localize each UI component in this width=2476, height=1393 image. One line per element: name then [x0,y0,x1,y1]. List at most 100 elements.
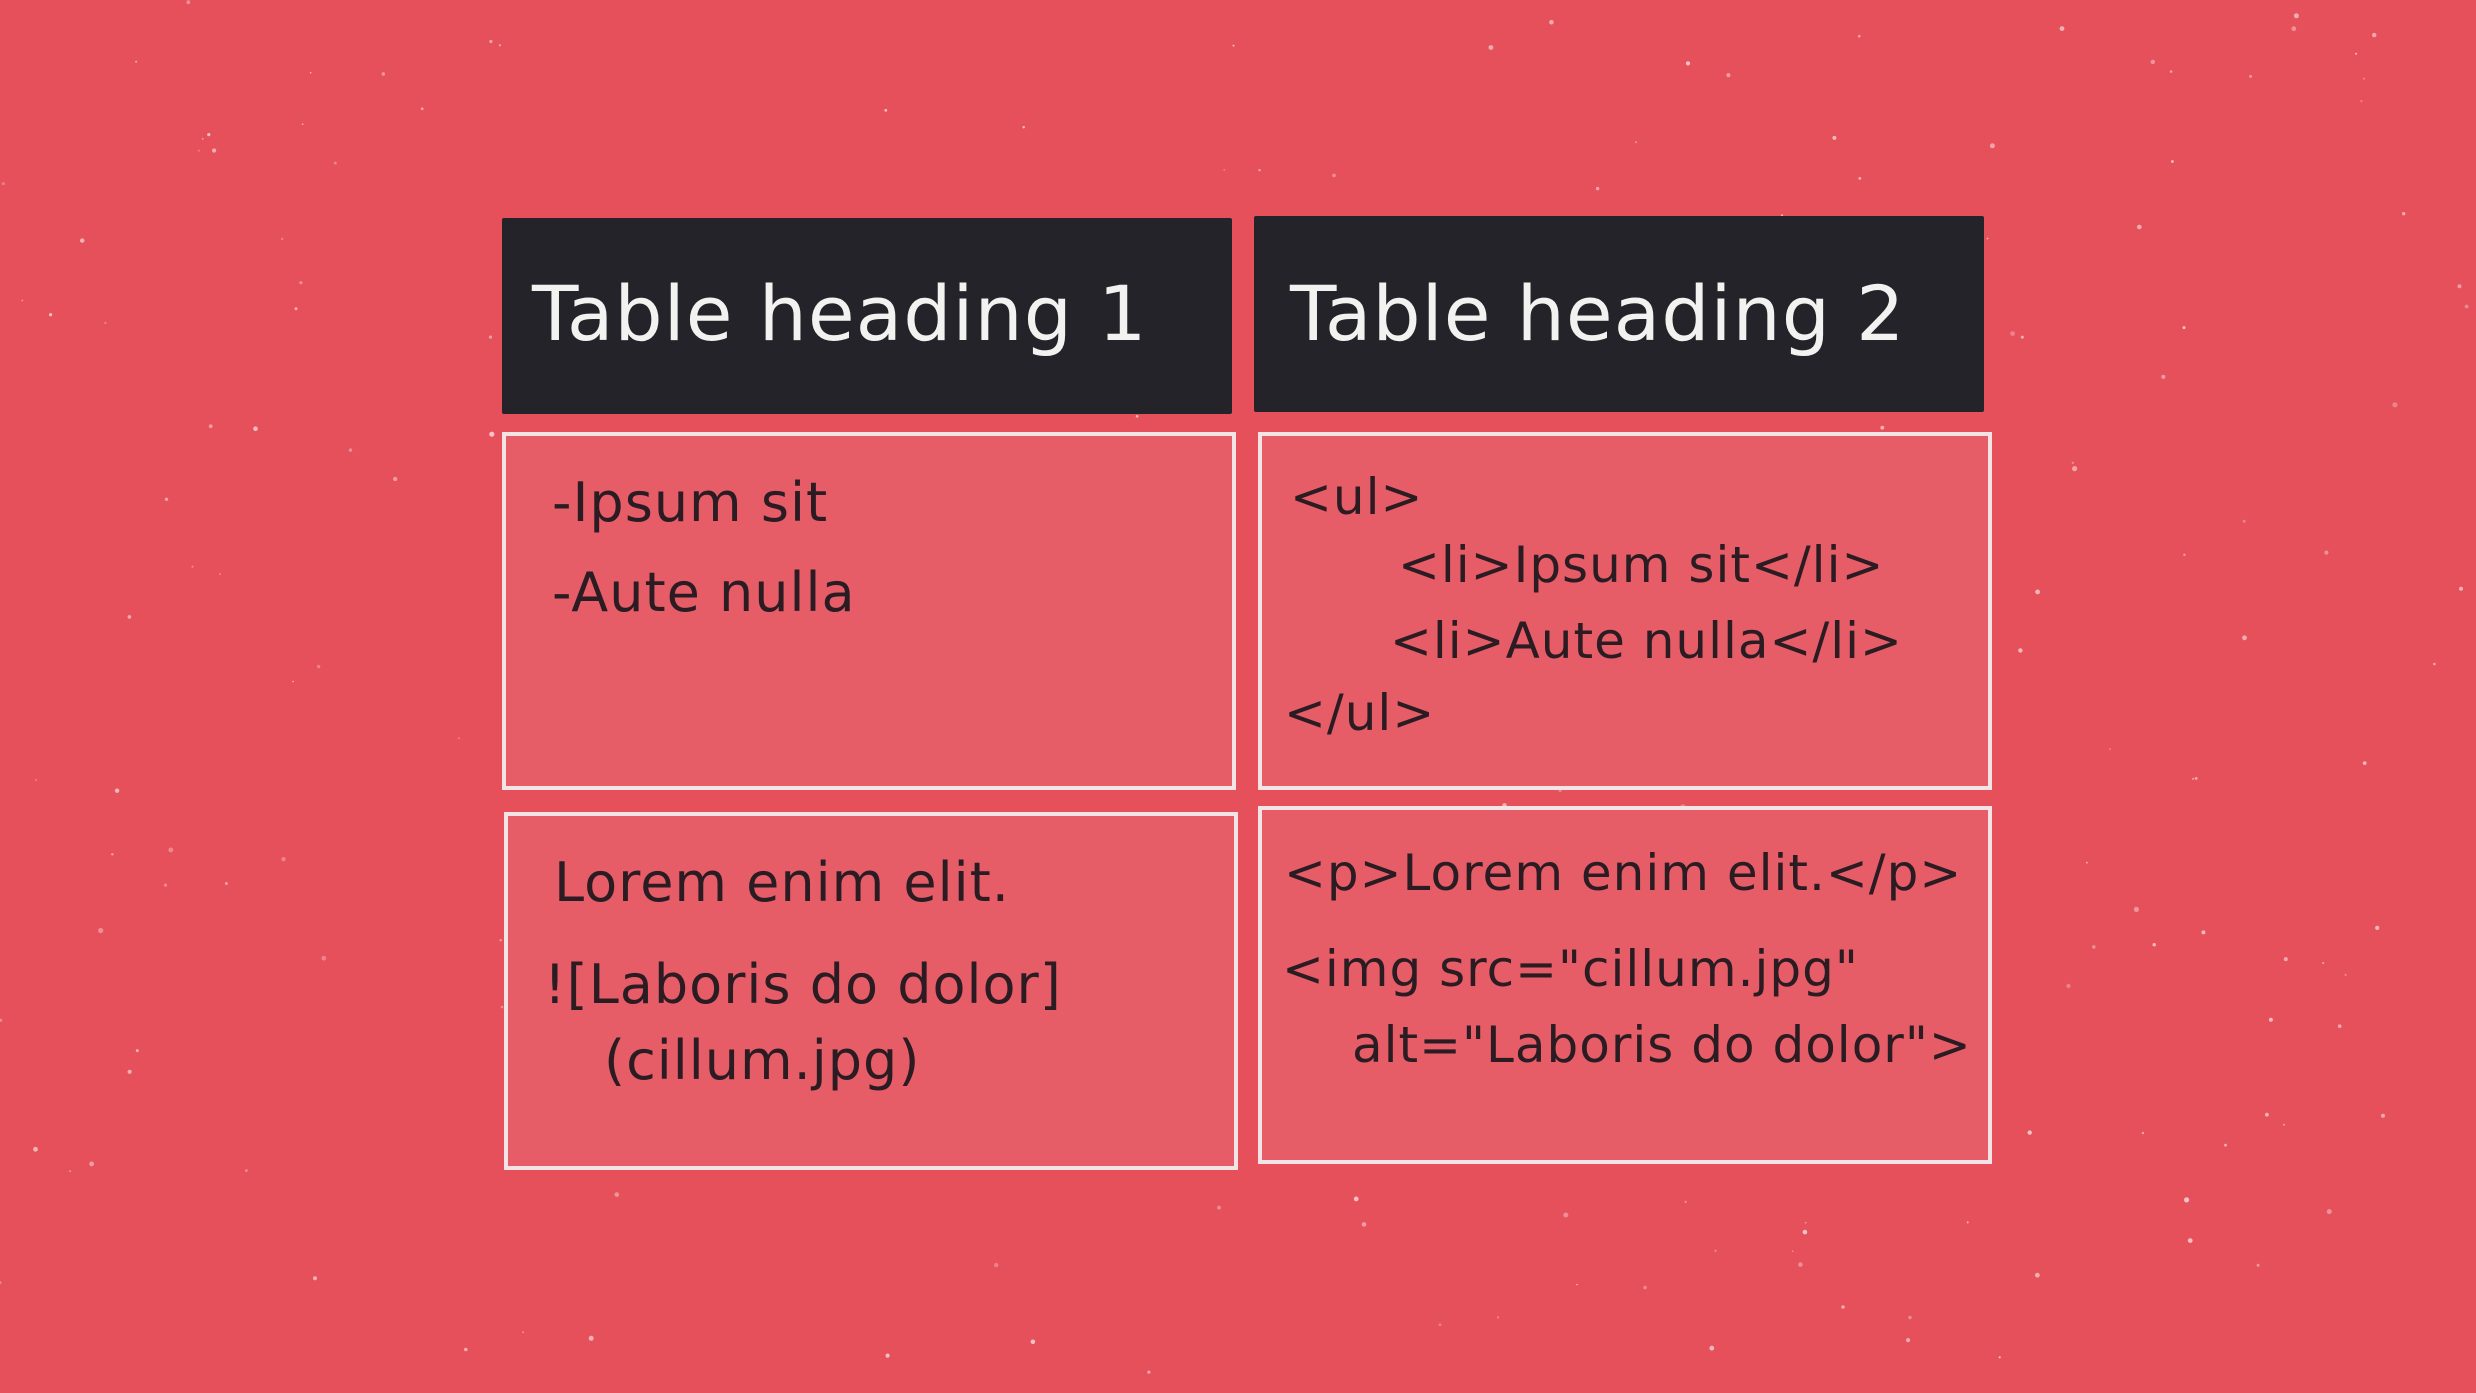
speckle [994,1262,999,1268]
speckle [2182,326,2186,330]
speckle [2192,777,2195,780]
speckle [2355,52,2358,55]
speckle [1791,1250,1794,1253]
html-ul-open: <ul> [1290,468,1424,526]
speckle [2184,1197,2190,1203]
speckle [2459,586,2463,591]
speckle [2362,761,2367,765]
speckle [163,883,168,887]
html-paragraph: <p>Lorem enim elit.</p> [1284,844,1963,902]
row1-markdown-cell: -Ipsum sit -Aute nulla [502,432,1236,790]
speckle [2187,1238,2193,1243]
speckle [488,335,493,339]
speckle [1685,61,1691,66]
speckle [2133,906,2139,913]
speckle [316,664,321,669]
speckle [21,299,24,302]
speckle [2018,648,2023,653]
speckle [127,1069,132,1074]
speckle [135,60,138,63]
speckle [1030,1339,1036,1345]
speckle [2392,402,2398,408]
markdown-paragraph: Lorem enim elit. [554,851,1010,914]
speckle [1223,168,1226,171]
speckle [1353,1196,1359,1202]
speckle [2360,100,2363,103]
speckle [500,1005,504,1009]
speckle [292,680,294,683]
speckle [2363,77,2365,80]
speckle [2035,589,2040,595]
speckle [127,615,132,619]
markdown-list-item-1: -Ipsum sit [552,471,829,534]
speckle [114,788,120,793]
speckle [2072,466,2078,472]
speckle [1989,143,1995,149]
speckle [1217,1205,1221,1210]
speckle [1908,1315,1912,1320]
speckle [280,237,284,241]
speckle [111,853,114,856]
speckle [1563,1212,1569,1218]
speckle [2282,1123,2285,1126]
speckle [33,1146,38,1152]
speckle [49,313,53,317]
speckle [245,1169,248,1172]
speckle [2293,13,2299,19]
speckle [1643,1285,1647,1290]
speckle [191,565,194,568]
speckle [1986,237,1989,240]
speckle [2457,284,2462,289]
speckle [420,107,424,111]
speckle [464,1347,468,1352]
speckle [212,148,217,153]
speckle [522,1331,525,1334]
speckle [2092,945,2096,949]
speckle [2020,335,2024,339]
speckle [1232,44,1235,47]
speckle [1880,425,1885,430]
speckle [2066,983,2071,989]
speckle [2169,70,2173,73]
speckle [2109,748,2111,750]
row2-html-cell: <p>Lorem enim elit.</p> <img src="cillum… [1258,806,1992,1164]
html-li-2: <li>Aute nulla</li> [1390,612,1903,670]
speckle [98,927,104,934]
table-heading-2-cell: Table heading 2 [1254,216,1984,412]
speckle [1709,1345,1715,1351]
speckle [2344,973,2347,977]
speckle [2375,925,2380,931]
speckle [2324,550,2329,555]
speckle [381,72,385,76]
speckle [2010,331,2015,336]
speckle [313,1276,317,1281]
speckle [1832,135,1837,140]
speckle [1781,214,1783,217]
speckle [1135,415,1139,418]
speckle [2035,1272,2040,1278]
speckle [1841,1305,1845,1309]
speckle [499,939,502,942]
markdown-image-alt: ![Laboris do dolor] [544,953,1062,1016]
speckle [489,431,495,437]
speckle [2194,777,2198,780]
speckle [2326,1209,2332,1215]
speckle [1798,1262,1803,1267]
speckle [1361,1222,1367,1227]
speckle [2372,32,2377,38]
speckle [2265,1112,2269,1117]
speckle [1635,141,1638,144]
speckle [2171,160,2174,163]
speckle [2464,304,2469,309]
speckle [208,424,213,429]
speckle [2224,1143,2227,1147]
speckle [1332,173,1336,178]
speckle [201,138,204,140]
speckle [309,71,312,74]
speckle [393,476,398,482]
speckle [1258,169,1261,172]
speckle [2283,957,2288,962]
speckle [885,1353,890,1358]
